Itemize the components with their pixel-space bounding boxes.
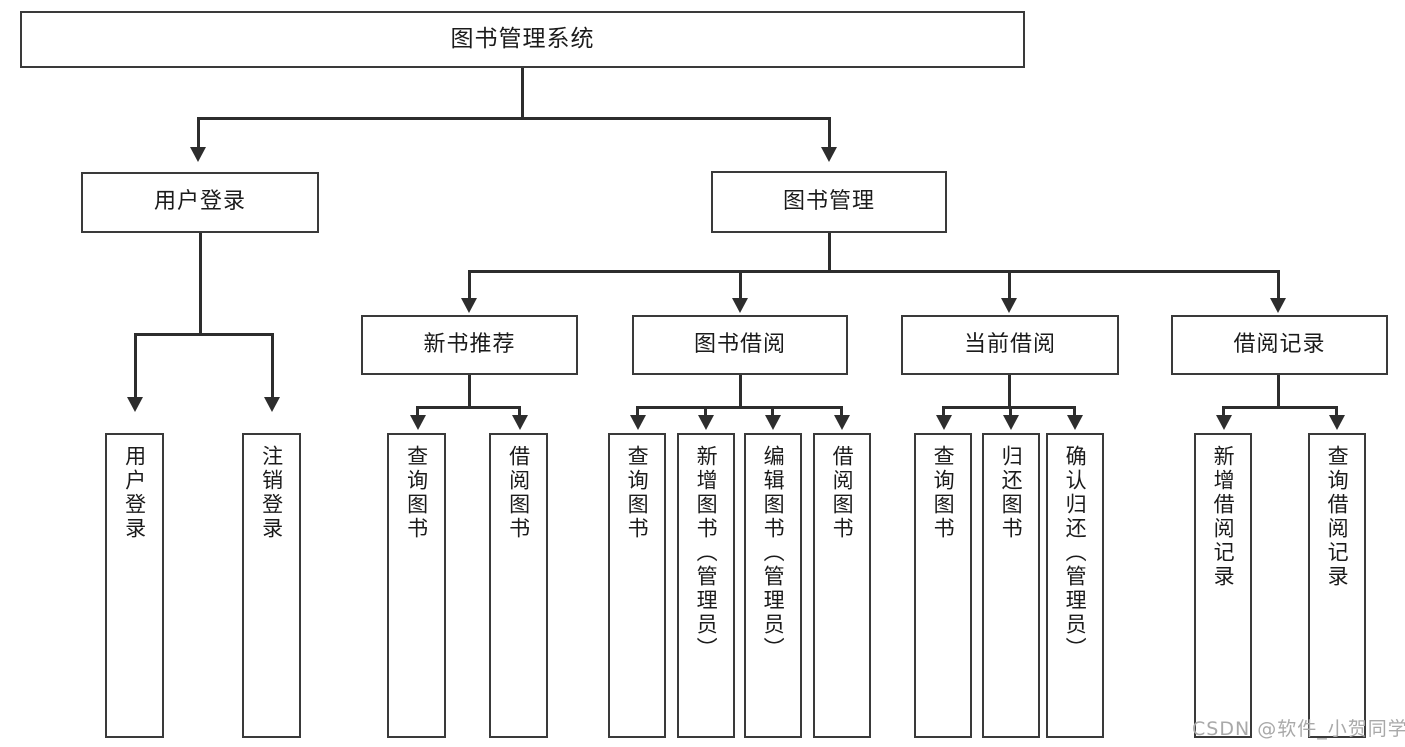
connector-user-login-stem <box>199 233 202 335</box>
node-current-borrow[interactable]: 当前借阅 <box>901 315 1119 375</box>
connector-book-borrow-stem <box>739 375 742 409</box>
arrow-leaf-user-login-1 <box>264 397 280 412</box>
arrow-current-borrow <box>1001 298 1017 313</box>
connector-drop-leaf-user-login-0 <box>134 333 137 399</box>
node-borrow-record[interactable]: 借阅记录 <box>1171 315 1388 375</box>
leaf-label: 新增图书（管理员） <box>694 445 719 661</box>
leaf-current-borrow-1[interactable]: 归还图书 <box>982 433 1040 738</box>
leaf-label: 查询借阅记录 <box>1325 445 1350 589</box>
leaf-label: 注销登录 <box>259 445 284 541</box>
arrow-user-login <box>190 147 206 162</box>
connector-drop-leaf-current-borrow-2 <box>1073 406 1076 418</box>
connector-new-book-rec-stem <box>468 375 471 409</box>
connector-book-borrow-bus <box>636 406 843 409</box>
connector-book-manage-stem <box>828 233 831 272</box>
leaf-book-borrow-0[interactable]: 查询图书 <box>608 433 666 738</box>
leaf-label: 查询图书 <box>404 445 429 541</box>
connector-user-login-bus <box>134 333 274 336</box>
connector-level2-bus <box>197 117 831 120</box>
connector-new-book-rec-bus <box>416 406 521 409</box>
leaf-label: 编辑图书（管理员） <box>761 445 786 661</box>
leaf-borrow-record-0[interactable]: 新增借阅记录 <box>1194 433 1252 738</box>
connector-level3-bus <box>468 270 1280 273</box>
connector-drop-leaf-new-book-rec-0 <box>416 406 419 418</box>
leaf-user-login-0[interactable]: 用户登录 <box>105 433 164 738</box>
leaf-current-borrow-2[interactable]: 确认归还（管理员） <box>1046 433 1104 738</box>
arrow-leaf-borrow-record-0 <box>1216 415 1232 430</box>
arrow-leaf-current-borrow-1 <box>1003 415 1019 430</box>
arrow-new-book-rec <box>461 298 477 313</box>
connector-drop-leaf-new-book-rec-1 <box>518 406 521 418</box>
connector-drop-book-manage <box>828 117 831 149</box>
node-user-login[interactable]: 用户登录 <box>81 172 319 233</box>
connector-borrow-record-stem <box>1277 375 1280 409</box>
connector-current-borrow-stem <box>1008 375 1011 409</box>
arrow-leaf-book-borrow-3 <box>834 415 850 430</box>
leaf-label: 查询图书 <box>625 445 650 541</box>
connector-drop-leaf-borrow-record-1 <box>1335 406 1338 418</box>
arrow-leaf-borrow-record-1 <box>1329 415 1345 430</box>
connector-drop-leaf-book-borrow-2 <box>771 406 774 418</box>
connector-drop-leaf-current-borrow-1 <box>1009 406 1012 418</box>
leaf-current-borrow-0[interactable]: 查询图书 <box>914 433 972 738</box>
leaf-label: 新增借阅记录 <box>1211 445 1236 589</box>
arrow-leaf-current-borrow-0 <box>936 415 952 430</box>
leaf-book-borrow-2[interactable]: 编辑图书（管理员） <box>744 433 802 738</box>
arrow-book-manage <box>821 147 837 162</box>
node-new-book-rec[interactable]: 新书推荐 <box>361 315 578 375</box>
connector-root-stem <box>521 68 524 119</box>
connector-drop-leaf-book-borrow-0 <box>636 406 639 418</box>
arrow-leaf-book-borrow-0 <box>630 415 646 430</box>
leaf-label: 用户登录 <box>122 445 147 541</box>
leaf-label: 归还图书 <box>999 445 1024 541</box>
leaf-new-book-rec-1[interactable]: 借阅图书 <box>489 433 548 738</box>
connector-drop-leaf-borrow-record-0 <box>1222 406 1225 418</box>
arrow-leaf-current-borrow-2 <box>1067 415 1083 430</box>
node-book-manage[interactable]: 图书管理 <box>711 171 947 233</box>
arrow-leaf-book-borrow-2 <box>765 415 781 430</box>
connector-drop-borrow-record <box>1277 270 1280 300</box>
csdn-watermark: CSDN @软件_小贺同学 <box>1192 718 1405 740</box>
connector-drop-current-borrow <box>1008 270 1011 300</box>
arrow-leaf-new-book-rec-1 <box>512 415 528 430</box>
leaf-label: 查询图书 <box>931 445 956 541</box>
connector-drop-leaf-current-borrow-0 <box>942 406 945 418</box>
connector-drop-leaf-user-login-1 <box>271 333 274 399</box>
leaf-new-book-rec-0[interactable]: 查询图书 <box>387 433 446 738</box>
arrow-borrow-record <box>1270 298 1286 313</box>
connector-drop-book-borrow <box>739 270 742 300</box>
arrow-book-borrow <box>732 298 748 313</box>
connector-borrow-record-bus <box>1222 406 1338 409</box>
connector-drop-leaf-book-borrow-1 <box>704 406 707 418</box>
connector-drop-user-login <box>197 117 200 149</box>
leaf-label: 借阅图书 <box>830 445 855 541</box>
leaf-book-borrow-1[interactable]: 新增图书（管理员） <box>677 433 735 738</box>
arrow-leaf-book-borrow-1 <box>698 415 714 430</box>
node-root-system[interactable]: 图书管理系统 <box>20 11 1025 68</box>
leaf-book-borrow-3[interactable]: 借阅图书 <box>813 433 871 738</box>
leaf-borrow-record-1[interactable]: 查询借阅记录 <box>1308 433 1366 738</box>
arrow-leaf-user-login-0 <box>127 397 143 412</box>
leaf-user-login-1[interactable]: 注销登录 <box>242 433 301 738</box>
connector-drop-leaf-book-borrow-3 <box>840 406 843 418</box>
arrow-leaf-new-book-rec-0 <box>410 415 426 430</box>
connector-drop-new-book-rec <box>468 270 471 300</box>
leaf-label: 借阅图书 <box>506 445 531 541</box>
node-book-borrow[interactable]: 图书借阅 <box>632 315 848 375</box>
leaf-label: 确认归还（管理员） <box>1063 445 1088 661</box>
